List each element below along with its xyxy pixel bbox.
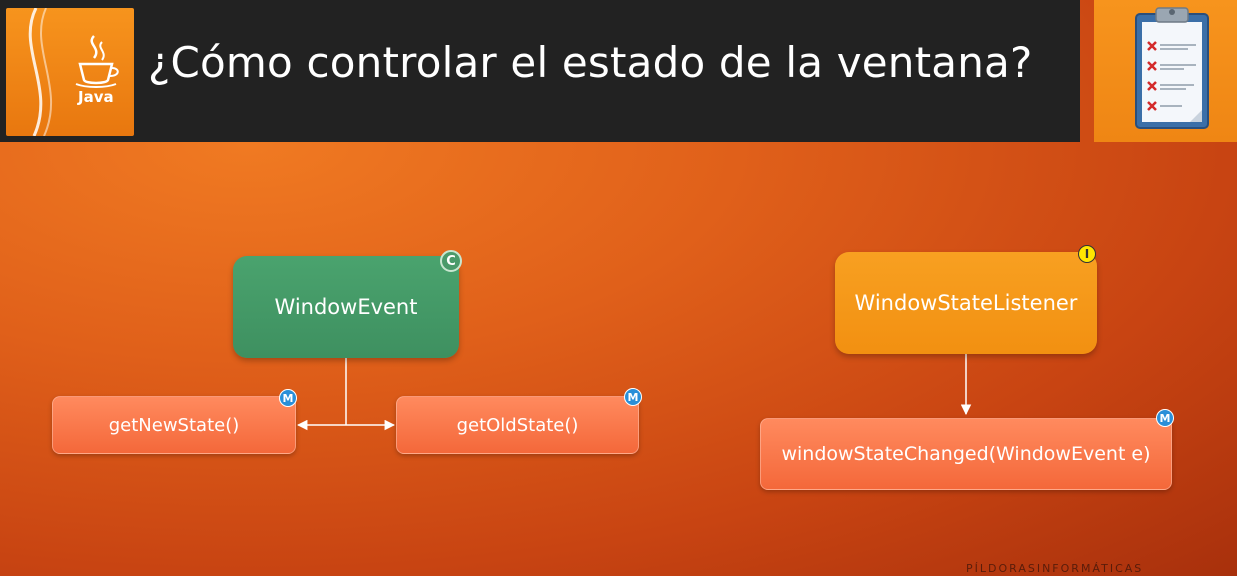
clipboard-tile [1094,0,1237,142]
method-node-windowstatechanged: windowStateChanged(WindowEvent e) [760,418,1172,490]
java-logo: Java [6,8,134,136]
method-label: getNewState() [108,414,240,436]
class-badge: C [440,250,462,272]
class-node-label: WindowEvent [274,295,418,319]
interface-node-label: WindowStateListener [854,291,1078,315]
method-label: windowStateChanged(WindowEvent e) [781,443,1151,465]
method-node-getnewstate: getNewState() [52,396,296,454]
slide-title: ¿Cómo controlar el estado de la ventana? [148,38,1033,87]
method-badge: M [279,389,297,407]
header-bar: Java ¿Cómo controlar el estado de la ven… [0,0,1080,142]
java-coffee-cup-icon [28,8,119,136]
watermark: PÍLDORASINFORMÁTICAS [966,562,1144,575]
method-node-getoldstate: getOldState() [396,396,639,454]
class-node-windowevent: WindowEvent [233,256,459,358]
interface-badge: I [1078,245,1096,263]
method-label: getOldState() [456,414,579,436]
java-logo-label: Java [78,88,114,106]
interface-node-windowstatelistener: WindowStateListener [835,252,1097,354]
method-badge: M [624,388,642,406]
method-badge: M [1156,409,1174,427]
clipboard-checklist-icon [1135,7,1209,129]
